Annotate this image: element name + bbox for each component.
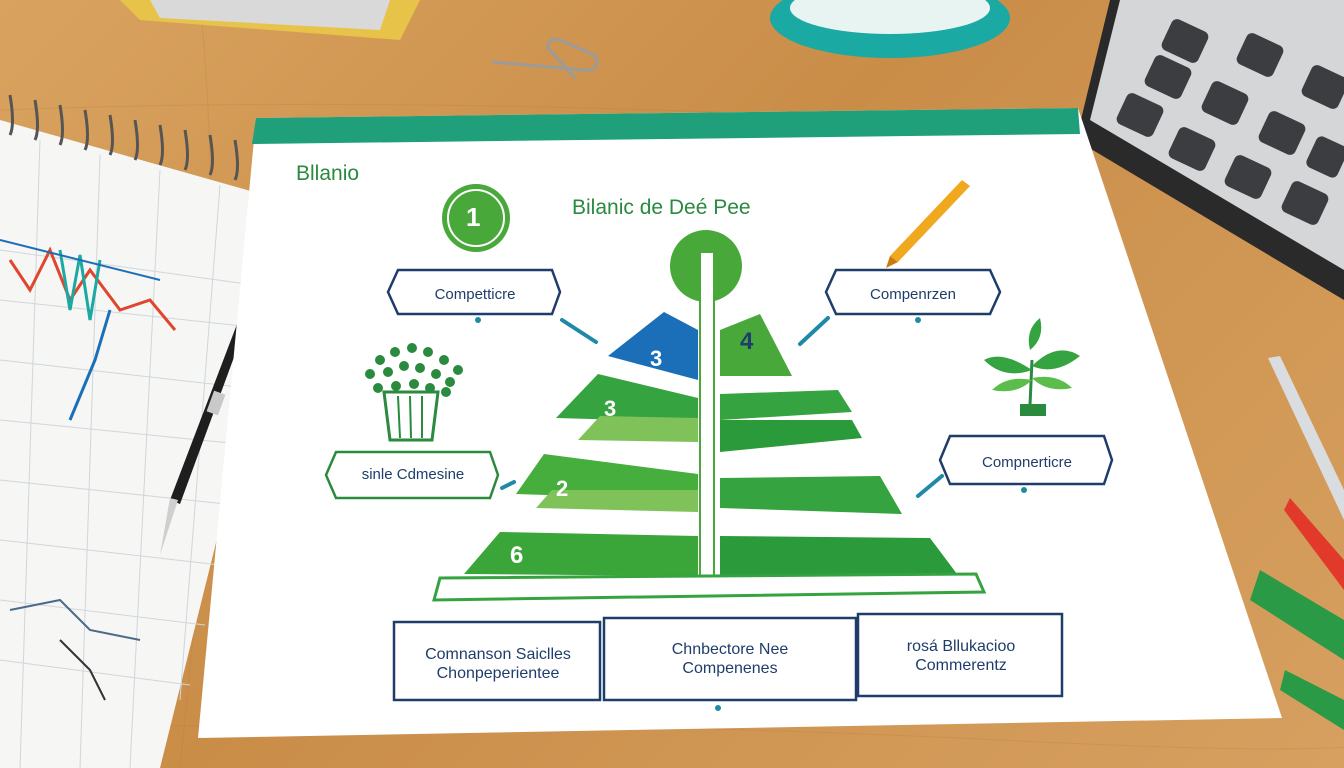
label-box-top-left [386, 268, 562, 316]
bottom-box-1-line1: Comnanson Saiclles [425, 646, 571, 663]
pyramid-number-top-right: 4 [740, 328, 754, 355]
pyramid-number-base: 6 [510, 542, 524, 569]
label-mid-right: Compnerticre [981, 454, 1073, 471]
bottom-box-2-line1: Chnbectore Nee [671, 641, 789, 658]
bottom-box-2 [602, 616, 858, 702]
bottom-box-1 [392, 620, 602, 702]
pyramid-number-top-left: 3 [650, 346, 663, 371]
pyramid-number-second: 3 [604, 396, 617, 421]
clock-icon [442, 184, 510, 252]
pyramid [432, 230, 987, 602]
ruler [120, 0, 420, 40]
bottom-box-3-line1: rosá Bllukacioo [906, 638, 1016, 655]
sprout-plant-icon [365, 343, 463, 442]
tree-plant-icon [984, 318, 1080, 416]
label-box-mid-right [938, 434, 1114, 486]
label-box-mid-left [324, 450, 500, 500]
notebook [0, 94, 300, 768]
label-mid-left: sinle Cdmesine [361, 466, 465, 483]
diagram-title: Bilanic de Deé Pee [572, 196, 751, 219]
bottom-box-2-line2: Compenenes [682, 660, 778, 677]
label-top-right: Compenrzen [870, 286, 956, 303]
right-pens [1250, 356, 1344, 730]
label-top-left: Competticre [434, 286, 516, 303]
bottom-box-3-line2: Commerentz [915, 657, 1007, 674]
cup [770, 0, 1010, 58]
bottom-box-1-line2: Chonpeperientee [436, 665, 560, 682]
icon-number: 1 [466, 202, 481, 232]
paper-clip [491, 37, 599, 80]
paper-title: Bllanio [296, 162, 360, 185]
calculator [1076, 0, 1344, 300]
label-box-top-right [824, 268, 1002, 316]
bottom-box-3-text: rosá Bllukacioo Commerentz [860, 637, 1062, 675]
pyramid-number-third: 2 [556, 476, 569, 501]
bottom-box-3 [856, 612, 1064, 698]
bottom-box-1-text: Comnanson Saiclles Chonpeperientee [396, 645, 600, 683]
pencil-icon [886, 180, 970, 268]
bottom-box-2-text: Chnbectore Nee Compenenes [604, 640, 856, 678]
connectors [475, 316, 1027, 711]
